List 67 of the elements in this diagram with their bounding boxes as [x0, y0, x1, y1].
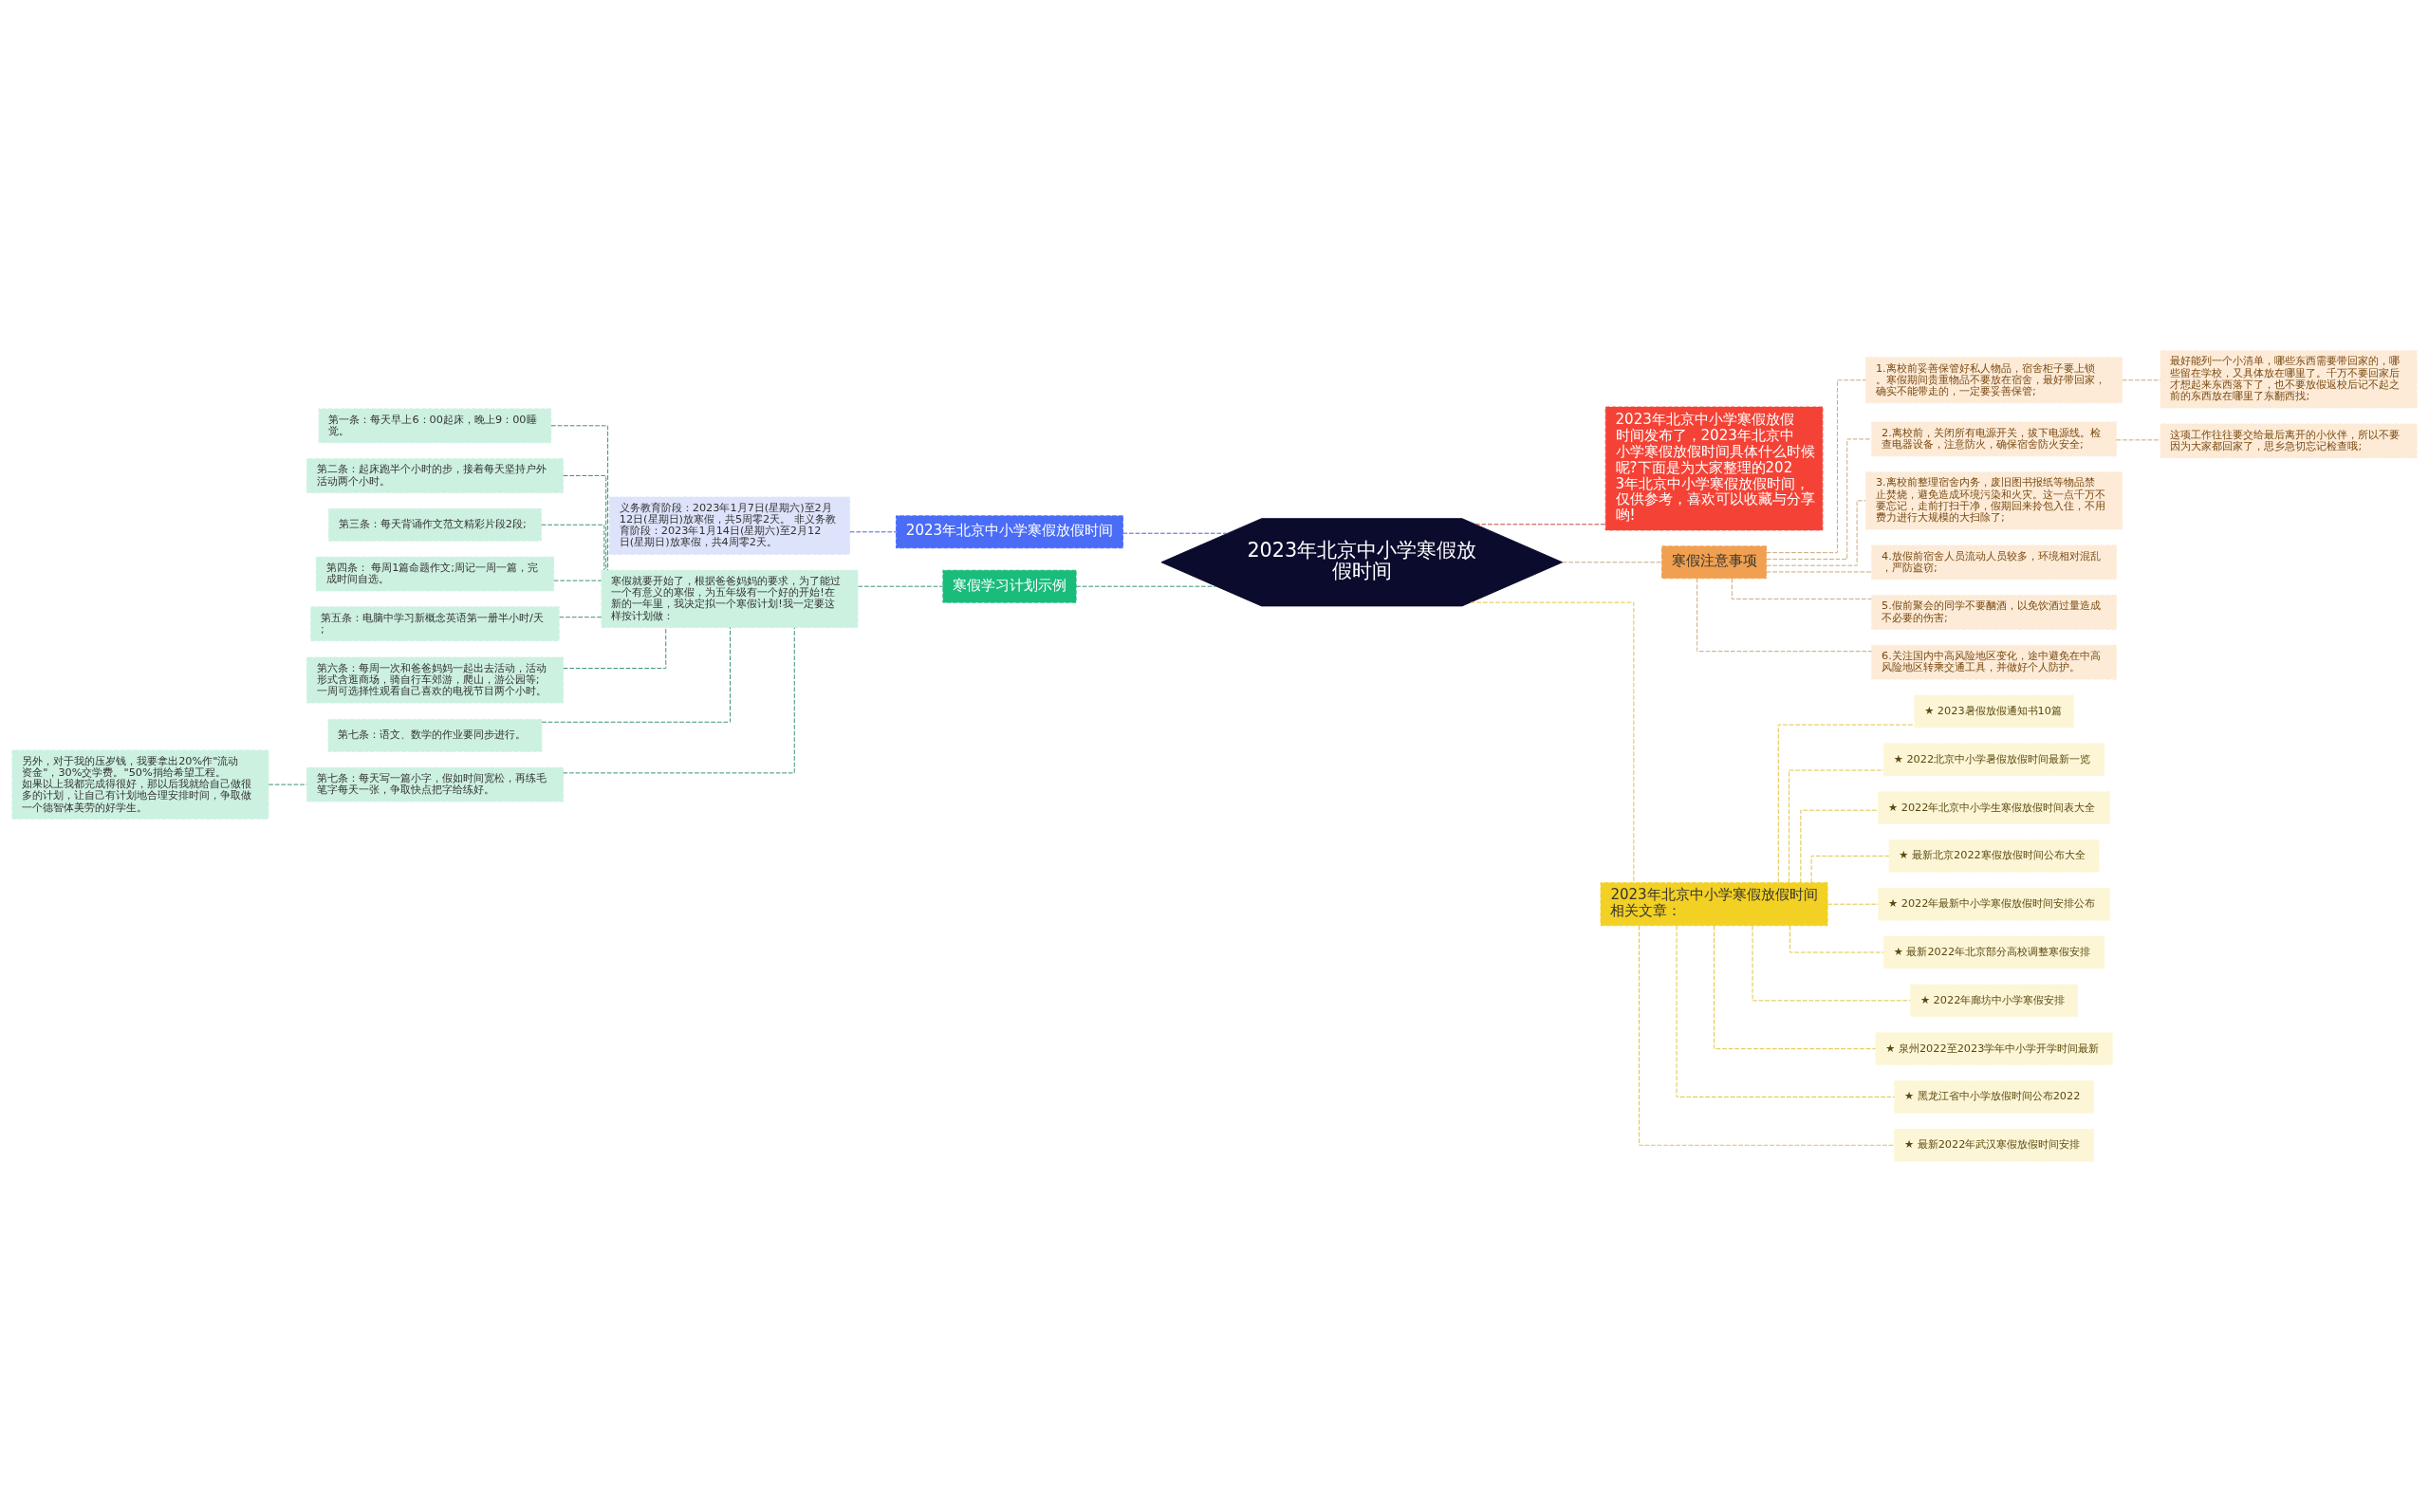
connector	[1731, 578, 1872, 599]
node-box: 2023年北京中小学寒假放假时间	[896, 515, 1123, 549]
node-box: ★ 泉州2022至2023学年中小学开学时间最新	[1875, 1032, 2113, 1066]
node-box: 寒假就要开始了，根据爸爸妈妈的要求，为了能过一个有意义的寒假，为五年级有一个好的开始!在新的一年里，我决定拟一个寒假计划!我一定要这样按计划做：	[601, 569, 859, 628]
node-box: 5.假前聚会的同学不要酗酒，以免饮酒过量造成不必要的伤害;	[1871, 595, 2117, 630]
connector	[1826, 903, 1880, 905]
node-box: 6.关注国内中高风险地区变化，途中避免在中高风险地区转乘交通工具，并做好个人防护。	[1871, 644, 2117, 680]
connector	[857, 585, 944, 587]
node-box: 3.离校前整理宿舍内务，废旧图书报纸等物品禁止焚烧，避免造成环境污染和火灾。这一点千万不要忘记，走前打扫干净，假期回来拎包入住，不用费力进行大规模的大扫除了;	[1865, 471, 2123, 530]
node-box: ★ 2022年北京中小学生寒假放假时间表大全	[1878, 791, 2110, 824]
connector	[1562, 562, 1662, 563]
node-box: 4.放假前宿舍人员流动人员较多，环境相对混乱，严防盗窃;	[1871, 544, 2117, 581]
node-box: 第六条：每周一次和爸爸妈妈一起出去活动，活动形式含逛商场，骑自行车郊游，爬山，游公园等;一周可选择性观看自己喜欢的电视节目两个小时。	[306, 656, 564, 704]
connector	[550, 425, 609, 571]
connector	[1789, 769, 1884, 883]
connector	[1766, 500, 1866, 566]
connector	[849, 531, 897, 533]
connector	[1800, 809, 1879, 883]
connector	[1714, 925, 1876, 1050]
connector	[563, 627, 667, 669]
connector	[1777, 724, 1916, 883]
node-box: ★ 最新北京2022寒假放假时间公布大全	[1888, 839, 2100, 873]
node-box: ★ 黑龙江省中小学放假时间公布2022	[1894, 1080, 2094, 1114]
node-box: 第四条： 每周1篇命题作文;周记一周一篇，完成时间自选。	[315, 556, 555, 592]
node-box: ★ 2023暑假放假通知书10篇	[1914, 694, 2074, 728]
connector	[1766, 571, 1873, 573]
connector	[559, 617, 603, 618]
connector	[1470, 601, 1635, 884]
connector	[563, 627, 795, 774]
node-box: 这项工作往往要交给最后离开的小伙伴，所以不要因为大家都回家了，思乡急切忘记检查哦;	[2160, 423, 2418, 459]
node-box: 2023年北京中小学寒假放假时间发布了，2023年北京中小学寒假放假时间具体什么时候呢?下面是为大家整理的2023年北京中小学寒假放假时间，仅供参考，喜欢可以收藏与分享哟!	[1604, 406, 1824, 531]
node-box: 1.离校前妥善保管好私人物品，宿舍柜子要上锁。寒假期间贵重物品不要放在宿舍，最好带回家，确实不能带走的，一定要妥善保管;	[1865, 357, 2123, 404]
connector	[2122, 379, 2161, 381]
connector	[1766, 379, 1866, 554]
node-box: 第五条：电脑中学习新概念英语第一册半小时/天;	[310, 606, 560, 642]
node-box: 2.离校前，关闭所有电源开关，拔下电源线。检查电器设备，注意防火，确保宿舍防火安全;	[1871, 421, 2117, 457]
connector	[1766, 438, 1872, 560]
connector	[268, 784, 307, 785]
node-box: 义务教育阶段：2023年1月7日(星期六)至2月12日(星期日)放寒假，共5周零2天。 非义务教育阶段：2023年1月14日(星期六)至2月12日(星期日)放寒假，共4周零2天。	[608, 496, 850, 555]
node-box: 第三条：每天背诵作文范文精彩片段2段;	[327, 507, 542, 542]
node-box: 第七条：每天写一篇小字，假如时间宽松，再练毛笔字每天一张，争取快点把字给练好。	[306, 766, 564, 802]
node-box: ★ 2022北京中小学暑假放假时间最新一览	[1882, 743, 2105, 777]
node-box: 寒假注意事项	[1661, 545, 1768, 580]
node-box: 2023年北京中小学寒假放假时间相关文章：	[1600, 882, 1828, 927]
connector	[1697, 578, 1872, 653]
node-box: 最好能列一个小清单，哪些东西需要带回家的，哪些留在学校，又具体放在哪里了。千万不要回家后才想起来东西落下了，也不要放假返校后记不起之前的东西放在哪里了东翻西找;	[2160, 350, 2418, 409]
connector	[541, 524, 605, 571]
connector	[1789, 925, 1884, 953]
node-box: 第七条：语文、数学的作业要同步进行。	[327, 718, 543, 752]
node-box: 另外，对于我的压岁钱，我要拿出20%作"流动资金"，30%交学费。"50%捐给希望工程。如果以上我都完成得很好，那以后我就给自己做很多的计划，让自己有计划地合理安排时间，争取做一个德智体美劳的好学生。	[11, 749, 269, 820]
node-box: 第一条：每天早上6：00起床，晚上9：00睡觉。	[318, 408, 552, 444]
connector	[1122, 532, 1229, 534]
node-box: ★ 2022年最新中小学寒假放假时间安排公布	[1878, 887, 2110, 921]
node-box: ★ 最新2022年北京部分高校调整寒假安排	[1882, 935, 2105, 969]
node-box: ★ 最新2022年武汉寒假放假时间安排	[1894, 1128, 2094, 1162]
connector	[1810, 855, 1890, 883]
connector	[1752, 925, 1911, 1002]
connector	[541, 627, 731, 723]
connector	[1474, 524, 1606, 526]
node-box: 第二条：起床跑半个小时的步，接着每天坚持户外活动两个小时。	[306, 458, 564, 493]
connector	[1676, 925, 1896, 1097]
node-box: 寒假学习计划示例	[942, 569, 1077, 603]
connector	[1075, 585, 1217, 587]
connector	[1639, 925, 1896, 1146]
connector	[2116, 439, 2161, 441]
node-box: ★ 2022年廊坊中小学寒假安排	[1910, 984, 2079, 1018]
connector	[563, 475, 607, 571]
